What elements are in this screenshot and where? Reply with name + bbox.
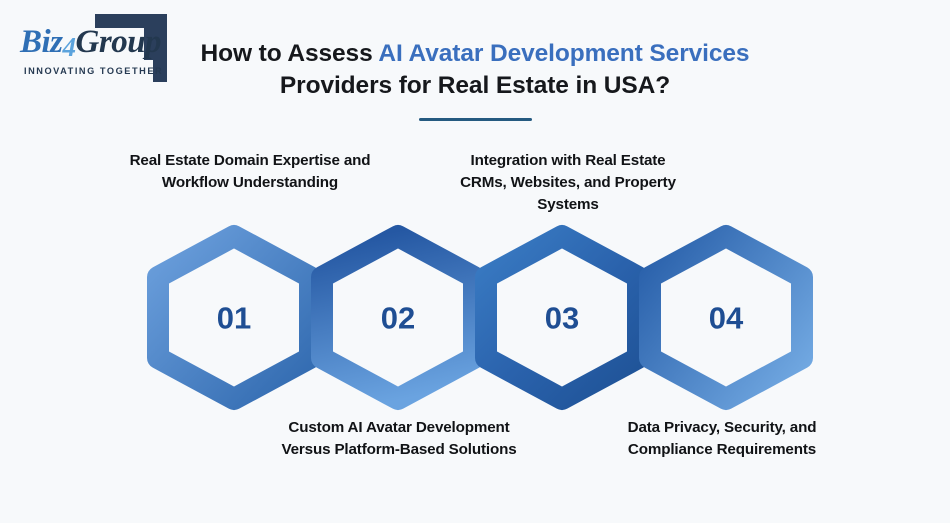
step-caption-4: Data Privacy, Security, and Compliance R… [627,419,817,458]
logo-word-group: Group [75,24,162,60]
hexagon-number-1: 01 [217,301,251,336]
hexagon-number-2: 02 [381,301,415,336]
title-line1-plain: How to Assess [200,40,379,67]
hexagon-step-3[interactable]: 03 [475,225,649,410]
hexagon-outline-3 [475,225,649,410]
page-title: How to Assess AI Avatar Development Serv… [190,38,760,102]
hexagon-outline-2 [311,225,485,410]
title-line2: Providers for Real Estate in USA? [279,72,671,99]
logo-word-biz: Biz [20,24,63,60]
step-caption-3: Integration with Real Estate CRMs, Websi… [460,152,676,213]
hexagon-step-4[interactable]: 04 [639,225,813,410]
title-divider [419,118,532,121]
hexagon-step-1[interactable]: 01 [147,225,321,410]
logo-mark-notch [95,14,167,82]
title-line1-highlight: AI Avatar Development Services [378,40,750,67]
logo-word-four: 4 [62,32,77,62]
logo-tagline: INNOVATING TOGETHER [24,66,164,76]
hexagon-outline-4 [639,225,813,410]
hexagon-outline-1 [147,225,321,410]
logo-wordmark: Biz4Group [20,24,162,62]
brand-logo[interactable]: Biz4Group INNOVATING TOGETHER [16,8,176,88]
hexagon-step-2[interactable]: 02 [311,225,485,410]
hexagon-number-4: 04 [709,301,744,336]
step-caption-2: Custom AI Avatar Development Versus Plat… [281,419,517,458]
step-caption-1: Real Estate Domain Expertise and Workflo… [129,152,371,191]
hexagon-number-3: 03 [545,301,579,336]
